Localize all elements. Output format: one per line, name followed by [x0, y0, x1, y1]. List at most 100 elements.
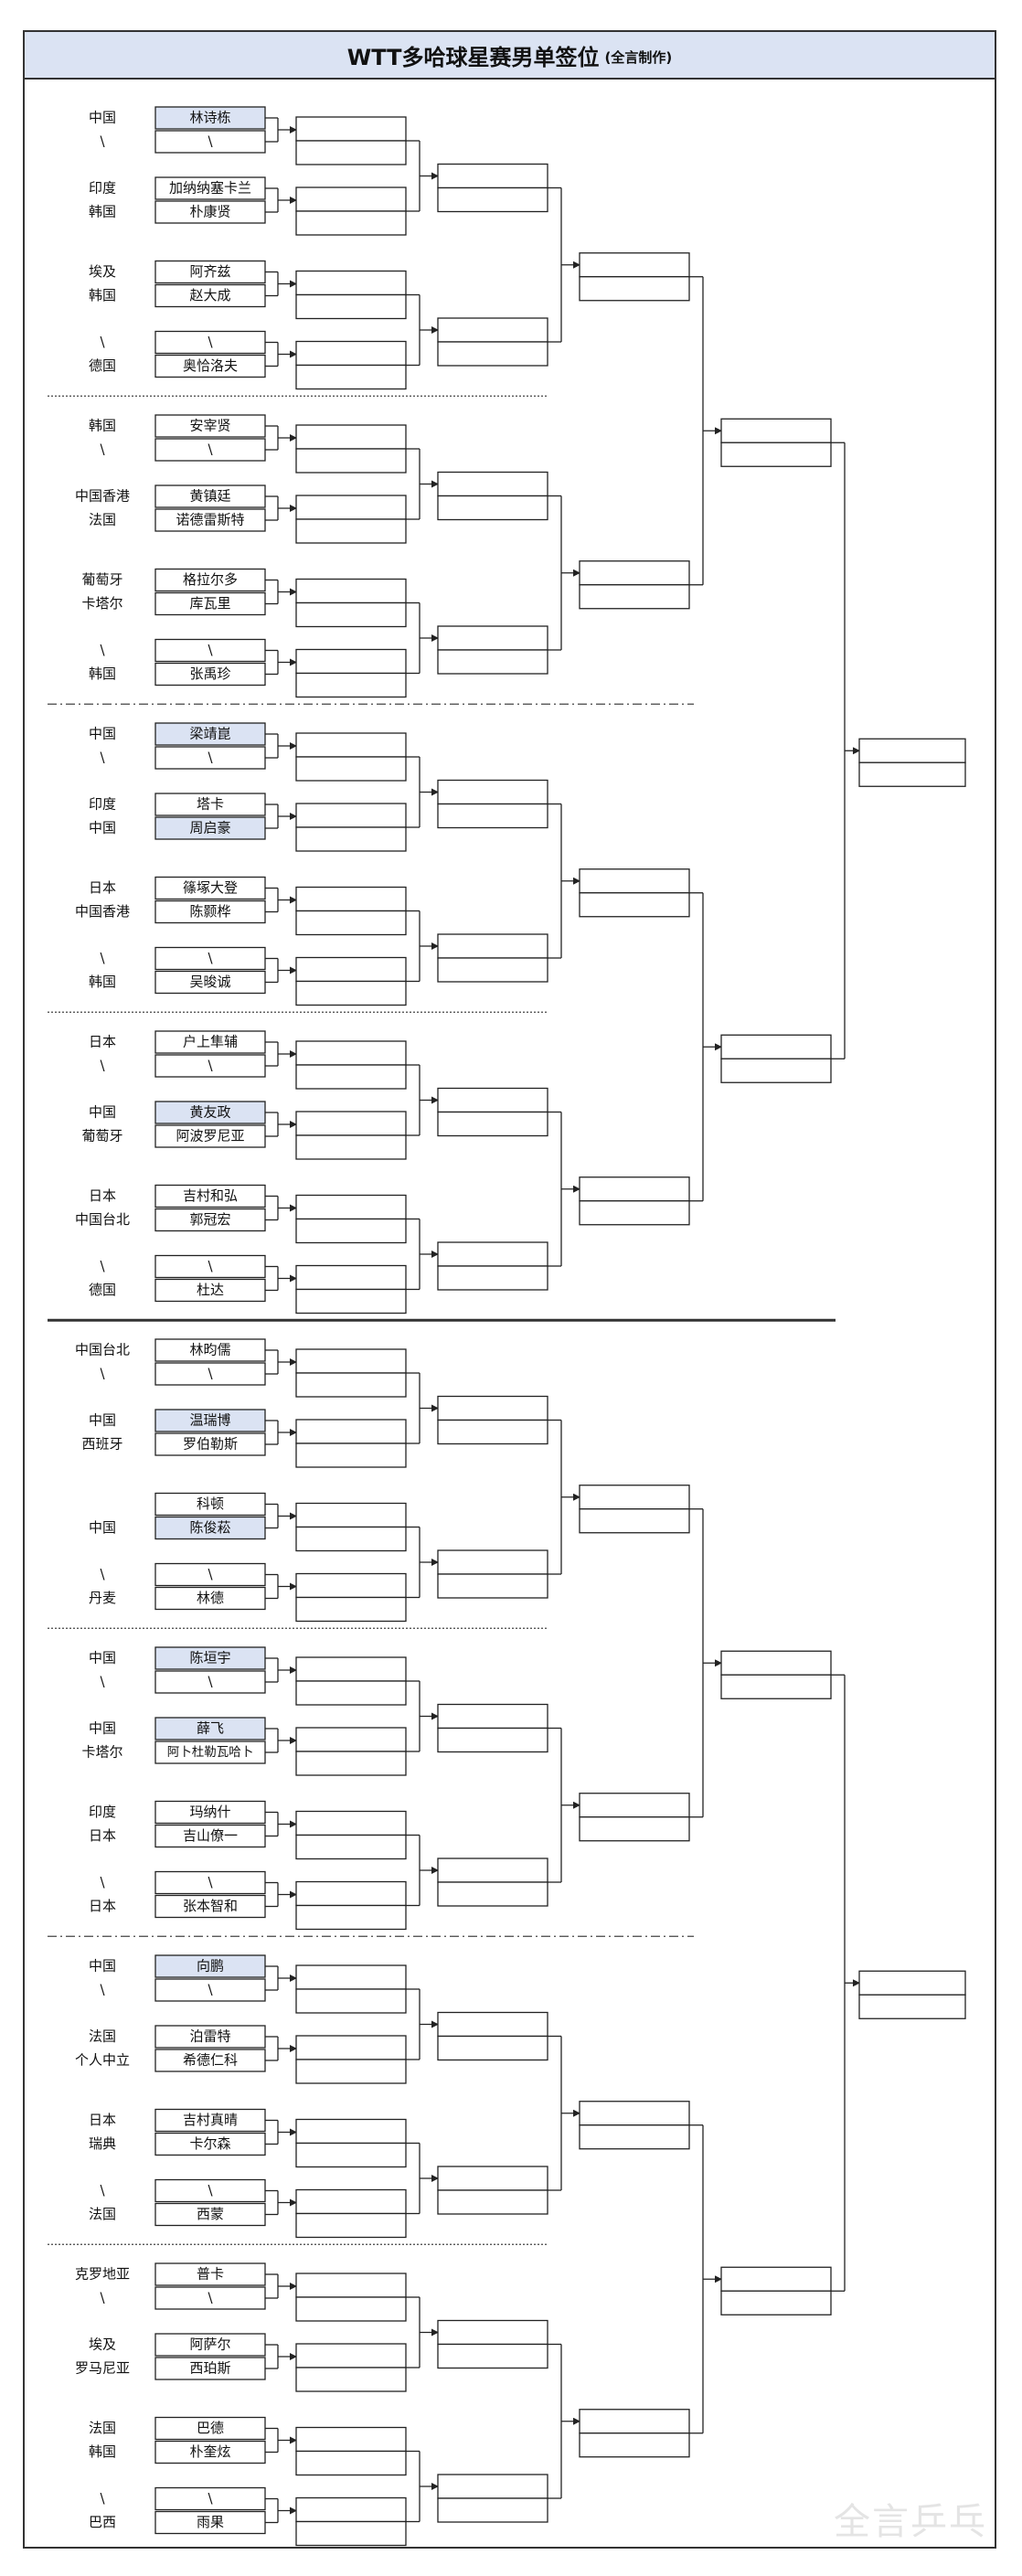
player-name: 奥恰洛夫: [183, 357, 238, 374]
player-slot: [154, 130, 266, 154]
player-country: 印度: [89, 1804, 116, 1820]
round2-slot: [295, 1218, 407, 1244]
player-name: 朴奎炫: [189, 2443, 230, 2460]
quarterfinal-slot: [579, 892, 690, 918]
player-country: 中国: [89, 1412, 116, 1429]
player-name: \: [208, 642, 213, 658]
bracket-frame: WTT多哈球星赛男单签位 (全言制作) 林诗栋中国\\加纳纳塞卡兰印度朴康贤韩国…: [23, 30, 996, 2549]
player-slot: [154, 2108, 266, 2133]
player-country: 中国: [89, 110, 116, 126]
player-country: \: [100, 133, 105, 150]
player-country: 中国台北: [75, 1211, 130, 1228]
player-country: 韩国: [89, 974, 116, 990]
player-name: \: [208, 1258, 213, 1274]
quarterfinal-slot: [579, 1485, 690, 1510]
player-name: 赵大成: [189, 287, 230, 303]
player-name: 朴康贤: [189, 204, 230, 220]
round2-slot: [295, 2343, 407, 2368]
semifinal-slot: [720, 1650, 832, 1676]
player-name: 篠塚大登: [183, 879, 238, 896]
player-slot: [154, 1978, 266, 2002]
round2-slot: [295, 364, 407, 390]
round2-slot: [295, 2273, 407, 2298]
player-name: \: [208, 2290, 213, 2306]
player-country: 巴西: [89, 2514, 116, 2530]
round2-slot: [295, 672, 407, 698]
semifinal-slot: [720, 2266, 832, 2292]
player-country: 日本: [89, 2112, 116, 2128]
player-slot: [154, 722, 266, 746]
player-name: 安宰贤: [189, 418, 230, 434]
quarterfinal-slot: [579, 1176, 690, 1202]
round2-slot: [295, 956, 407, 983]
player-slot: [154, 946, 266, 971]
player-name: 向鹏: [197, 1958, 224, 1975]
page-title: WTT多哈球星赛男单签位: [346, 44, 600, 70]
round2-slot: [295, 186, 407, 212]
quarterfinal-slot: [579, 276, 690, 302]
round2-slot: [295, 270, 407, 296]
round2-slot: [295, 2426, 407, 2453]
player-slot: [154, 876, 266, 900]
player-slot: [154, 1208, 266, 1232]
player-slot: [154, 591, 266, 616]
player-name: \: [208, 1982, 213, 1998]
final-slot: [858, 761, 966, 787]
player-name: \: [208, 750, 213, 766]
player-country: 埃及: [89, 2336, 116, 2353]
player-slot: [154, 1800, 266, 1825]
bracket-diagram: 林诗栋中国\\加纳纳塞卡兰印度朴康贤韩国阿齐兹埃及赵大成韩国\\奥恰洛夫德国安宰…: [48, 106, 966, 2547]
watermark-text: 全言乒乓: [834, 2501, 987, 2543]
player-name: 泊雷特: [189, 2028, 230, 2045]
round2-slot: [295, 1810, 407, 1836]
player-name: \: [208, 950, 213, 966]
player-country: 韩国: [89, 287, 116, 303]
round3-slot: [437, 317, 548, 343]
title-bar: WTT多哈球星赛男单签位 (全言制作): [25, 32, 995, 80]
player-slot: [154, 746, 266, 770]
round2-slot: [295, 448, 407, 474]
player-country: 日本: [89, 1034, 116, 1050]
quarterfinal-slot: [579, 1200, 690, 1226]
player-name: 卡尔森: [189, 2135, 230, 2152]
player-slot: [154, 1740, 266, 1764]
round2-slot: [295, 1064, 407, 1090]
semifinal-slot: [720, 418, 832, 443]
player-name: \: [208, 334, 213, 350]
player-slot: [154, 638, 266, 663]
round3-slot: [437, 1727, 548, 1753]
semifinal-slot: [720, 442, 832, 467]
player-slot: [154, 899, 266, 924]
player-country: 葡萄牙: [81, 571, 122, 588]
player-slot: [154, 1101, 266, 1124]
round3-slot: [437, 2343, 548, 2369]
player-slot: [154, 200, 266, 224]
player-country: 卡塔尔: [81, 595, 122, 612]
round3-slot: [437, 471, 548, 497]
round2-slot: [295, 2059, 407, 2084]
player-name: 黄镇廷: [189, 488, 230, 505]
player-name: 巴德: [197, 2420, 224, 2436]
player-country: 中国台北: [75, 1342, 130, 1358]
round2-slot: [295, 293, 407, 320]
round2-slot: [295, 1348, 407, 1374]
player-name: 希德仁科: [183, 2052, 238, 2069]
player-country: 韩国: [89, 2443, 116, 2460]
quarterfinal-slot: [579, 1793, 690, 1818]
player-country: 日本: [89, 879, 116, 896]
player-slot: [154, 1894, 266, 1919]
player-slot: [154, 1054, 266, 1078]
player-name: 陈俊菘: [189, 1519, 230, 1536]
round2-slot: [295, 1988, 407, 2014]
player-name: 郭冠宏: [189, 1211, 230, 1228]
quarterfinal-slot: [579, 560, 690, 586]
quarterfinal-slot: [579, 868, 690, 894]
round2-slot: [295, 140, 407, 165]
player-slot: [154, 1492, 266, 1517]
round3-slot: [437, 2035, 548, 2061]
round3-slot: [437, 957, 548, 983]
round3-slot: [437, 2189, 548, 2215]
player-slot: [154, 1954, 266, 1978]
round2-slot: [295, 2520, 407, 2547]
player-country: 瑞典: [89, 2135, 116, 2152]
